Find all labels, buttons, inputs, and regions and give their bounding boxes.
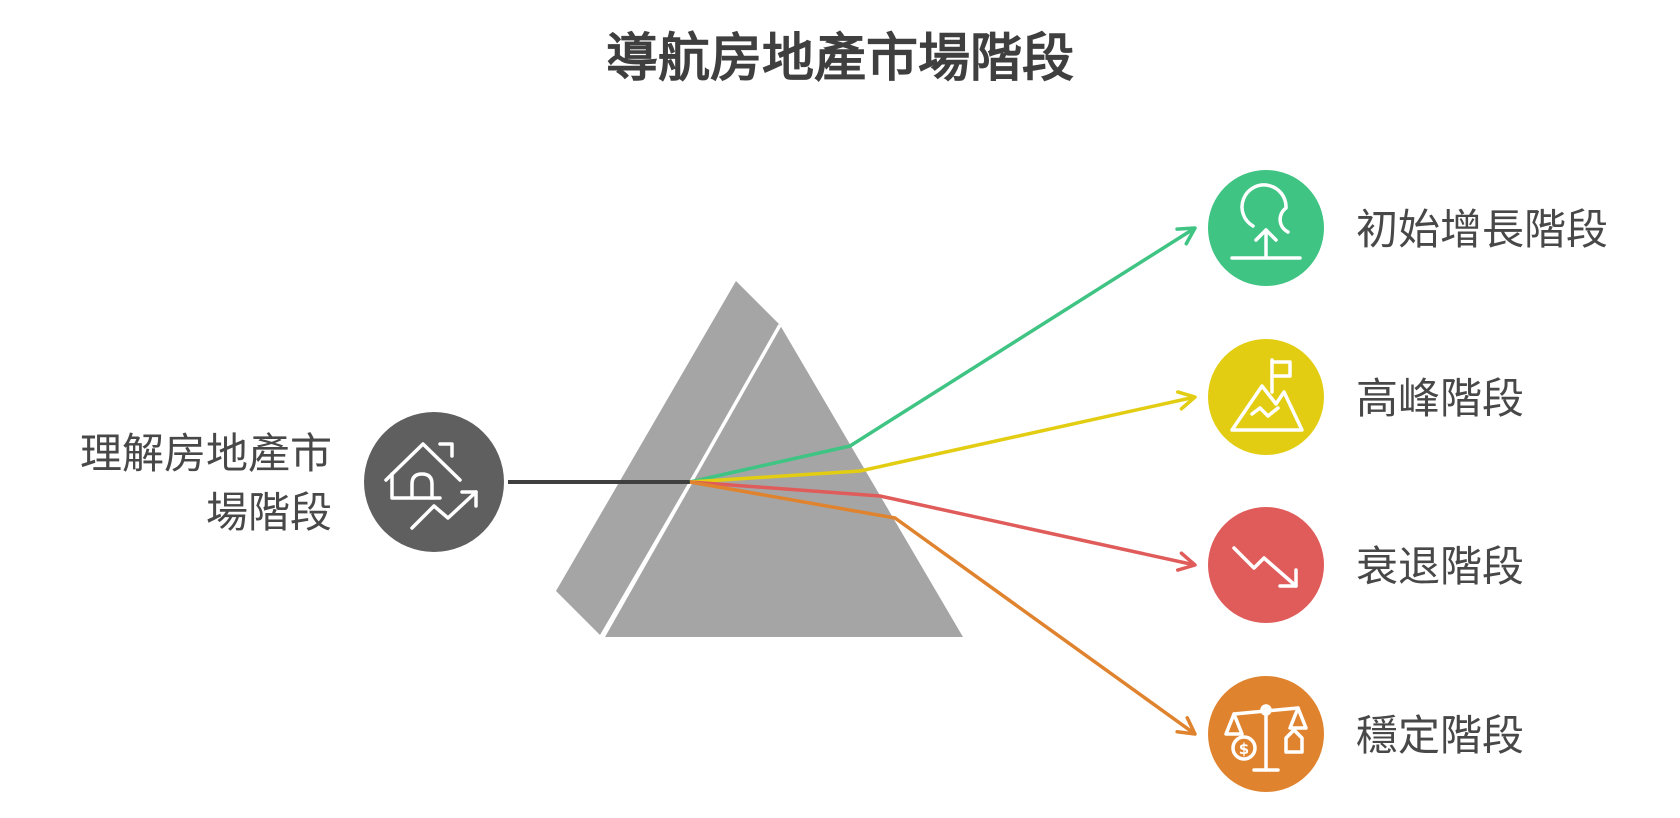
ray-stable [689,480,1197,736]
house-growth-icon [384,442,478,530]
source-node [364,412,504,552]
prism-front-face [603,325,963,637]
page-title: 導航房地產市場階段 [606,29,1074,89]
ray-stable-arrowhead [1175,716,1197,736]
source-label-line-1: 理解房地產市 [80,429,332,478]
source-label: 理解房地產市 場階段 [80,429,332,537]
stage-label-initial-growth: 初始增長階段 [1356,205,1608,254]
trend-down-arrow-icon [1232,546,1298,588]
prism [556,281,963,638]
stage-node-stable: $ 穩定階段 [1208,676,1524,792]
ray-peak [689,395,1196,484]
stage-circle-initial-growth [1208,170,1324,286]
stage-circle-peak [1208,339,1324,455]
rays [689,226,1197,736]
prism-back-face [556,281,780,635]
balance-scale-icon [1224,704,1308,772]
ray-recession-arrowhead [1175,551,1197,572]
stage-label-recession: 衰退階段 [1356,542,1524,591]
stage-node-initial-growth: 初始增長階段 [1208,170,1608,286]
stage-node-recession: 衰退階段 [1208,507,1524,623]
ray-peak-arrowhead [1175,390,1197,411]
mountain-flag-icon [1230,358,1304,432]
ray-recession [689,480,1196,567]
stage-label-stable: 穩定階段 [1356,711,1524,760]
source-circle [364,412,504,552]
source-label-line-2: 場階段 [206,488,332,537]
ray-initial-growth-arrowhead [1175,226,1197,246]
dollar-sign-icon: $ [1239,740,1249,758]
sprout-arrow-up-icon [1230,183,1302,260]
ray-initial-growth [689,226,1196,484]
stage-node-peak: 高峰階段 [1208,339,1524,455]
stage-circle-recession [1208,507,1324,623]
stage-label-peak: 高峰階段 [1356,374,1524,423]
